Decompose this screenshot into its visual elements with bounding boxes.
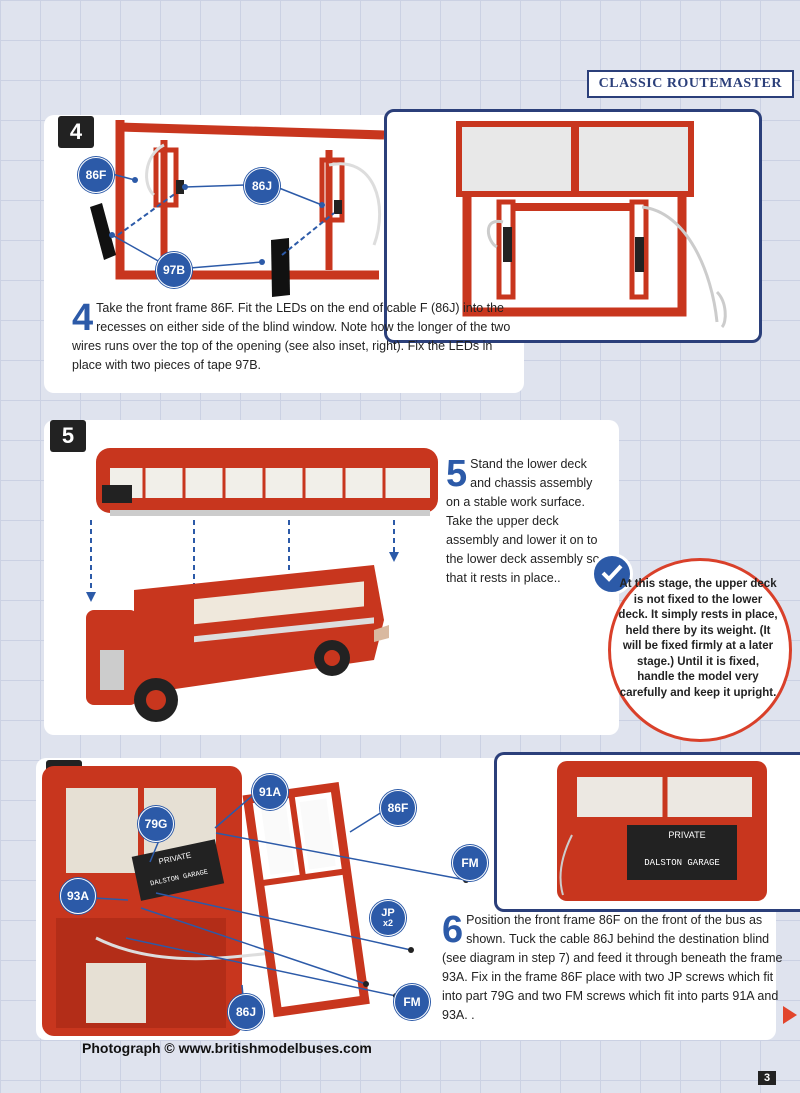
step6-text: 6 Position the front frame 86F on the fr… (442, 911, 790, 1025)
label-86J: 86J (244, 168, 280, 204)
step6-bus-front-illustration: PRIVATE DALSTON GARAGE (42, 766, 469, 1036)
step6-instructions: Position the front frame 86F on the fron… (442, 913, 783, 1022)
label-86J-step6: 86J (228, 994, 264, 1030)
note-text: At this stage, the upper deck is not fix… (618, 578, 778, 699)
label-JP-code: JP (381, 906, 395, 919)
label-JP-qty: x2 (382, 918, 393, 929)
page-number: 3 (758, 1071, 776, 1085)
step4-leader-lines (109, 173, 325, 269)
photo-credit: Photograph © www.britishmodelbuses.com (82, 1040, 372, 1056)
step4-instructions: Take the front frame 86F. Fit the LEDs o… (72, 301, 511, 372)
step5-instructions: Stand the lower deck and chassis assembl… (446, 457, 600, 585)
label-FM-upper: FM (452, 845, 488, 881)
next-page-arrow-icon (783, 1006, 797, 1024)
inset-sign-garage: DALSTON GARAGE (644, 858, 720, 868)
step5-bus-illustration (86, 448, 438, 722)
label-97B: 97B (156, 252, 192, 288)
step4-badge: 4 (58, 116, 94, 148)
check-icon (591, 553, 633, 595)
step4-inset-frame (456, 121, 727, 329)
label-JP: JP x2 (370, 900, 406, 936)
step6-text-number: 6 (442, 909, 464, 951)
step5-badge: 5 (50, 420, 86, 452)
step6-inset-photo: PRIVATE DALSTON GARAGE (557, 761, 767, 901)
label-86F: 86F (78, 157, 114, 193)
label-93A: 93A (60, 878, 96, 914)
note-callout (608, 558, 792, 742)
step4-frame-illustration (90, 120, 385, 297)
step5-text-number: 5 (446, 453, 468, 495)
step4-inset (384, 109, 762, 343)
step6-inset: PRIVATE DALSTON GARAGE (494, 752, 800, 912)
label-91A: 91A (252, 774, 288, 810)
step4-text-number: 4 (72, 297, 94, 339)
series-title: CLASSIC ROUTEMASTER (586, 70, 794, 98)
step4-text: 4 Take the front frame 86F. Fit the LEDs… (72, 299, 512, 375)
step5-text: 5 Stand the lower deck and chassis assem… (446, 455, 606, 588)
label-86F-step6: 86F (380, 790, 416, 826)
label-FM-lower: FM (394, 984, 430, 1020)
inset-sign-private: PRIVATE (668, 830, 705, 840)
label-79G: 79G (138, 806, 174, 842)
